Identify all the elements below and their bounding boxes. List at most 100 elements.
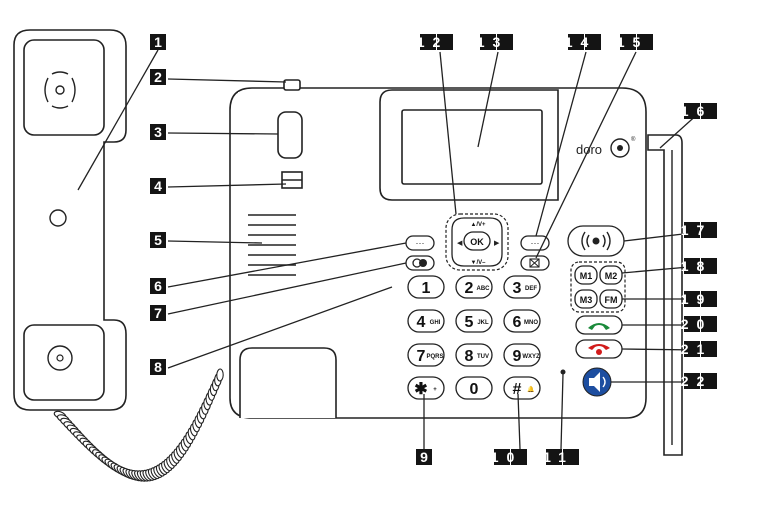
key-digit: 4 (417, 314, 426, 331)
key-10[interactable]: ✱+ (407, 376, 445, 400)
end-call-button[interactable] (575, 339, 623, 359)
speaker-icon (581, 231, 611, 251)
svg-text:M3: M3 (580, 295, 593, 305)
svg-text:20: 20 (681, 316, 713, 332)
callout-7: 7 (150, 305, 166, 321)
callout-10: 10 (491, 449, 527, 465)
key-digit: 9 (513, 348, 522, 365)
key-4[interactable]: 4 GHI (407, 309, 445, 333)
svg-text:M1: M1 (580, 271, 593, 281)
callout-17: 17 (681, 222, 717, 238)
key-digit: ✱ (414, 381, 427, 398)
callout-13: 13 (477, 34, 513, 50)
svg-text:OK: OK (470, 237, 484, 247)
key-letters: 🔔 (527, 385, 535, 393)
callout-19: 19 (681, 291, 717, 307)
right-menu-button[interactable]: ··· (520, 235, 550, 251)
callout-12: 12 (417, 34, 453, 50)
key-11[interactable]: 0 (455, 376, 493, 400)
svg-text:6: 6 (154, 278, 162, 294)
nav-left-icon: ◀ (457, 240, 463, 247)
svg-text:®: ® (631, 136, 636, 143)
amplify-button[interactable] (582, 367, 612, 397)
svg-text:···: ··· (416, 238, 425, 248)
svg-text:16: 16 (681, 103, 713, 119)
svg-text:9: 9 (420, 449, 428, 465)
coiled-cord (53, 368, 224, 482)
callout-6: 6 (150, 278, 166, 294)
callout-5: 5 (150, 232, 166, 248)
ok-button[interactable]: OK (463, 231, 491, 251)
callout-9: 9 (416, 449, 432, 465)
callout-11: 11 (543, 449, 579, 465)
svg-text:22: 22 (681, 373, 713, 389)
memory-keys: M1 M2 M3 FM (570, 261, 626, 313)
earpiece-icon (44, 71, 76, 109)
svg-text:11: 11 (543, 449, 574, 465)
handset (13, 29, 127, 411)
svg-text:5: 5 (154, 232, 162, 248)
mode-toggle-button[interactable] (405, 255, 435, 271)
microphone-icon (560, 369, 566, 375)
key-1[interactable]: 1 (407, 275, 445, 299)
display (379, 89, 559, 201)
antenna (647, 134, 683, 456)
callout-20: 20 (681, 316, 717, 332)
callout-4: 4 (150, 178, 166, 194)
key-digit: 3 (513, 280, 522, 297)
key-letters: ABC (477, 286, 491, 292)
callout-21: 21 (681, 341, 717, 357)
key-digit: 1 (422, 280, 431, 297)
svg-text:···: ··· (531, 238, 540, 248)
mouthpiece-icon (47, 345, 73, 371)
key-digit: 5 (465, 314, 474, 331)
volume-up-label: ▲/V+ (470, 222, 486, 228)
svg-text:12: 12 (417, 34, 449, 50)
key-12[interactable]: #🔔 (503, 376, 541, 400)
key-digit: # (513, 381, 522, 398)
phone-base: doro ® (229, 79, 683, 456)
callout-15: 15 (617, 34, 653, 50)
cradle (239, 347, 337, 418)
amplify-icon (589, 372, 606, 392)
svg-text:FM: FM (605, 295, 618, 305)
svg-text:21: 21 (681, 341, 713, 357)
key-digit: 2 (465, 280, 474, 297)
svg-text:10: 10 (491, 449, 523, 465)
key-letters: GHI (430, 320, 441, 326)
svg-text:1: 1 (154, 34, 162, 50)
fm-button[interactable]: FM (599, 289, 623, 309)
volume-down-label: ▼/V– (471, 260, 487, 266)
key-letters: PQRS (426, 354, 443, 360)
mute-button[interactable] (520, 255, 550, 271)
memory-m1-button[interactable]: M1 (574, 265, 598, 285)
svg-text:17: 17 (681, 222, 713, 238)
svg-text:19: 19 (681, 291, 713, 307)
navigation-pad[interactable]: ▲/V+ ▼/V– ◀ ▶ OK (445, 213, 509, 271)
left-menu-button[interactable]: ··· (405, 235, 435, 251)
memory-m3-button[interactable]: M3 (574, 289, 598, 309)
key-digit: 6 (513, 314, 522, 331)
speakerphone-button[interactable] (567, 225, 625, 257)
handset-clip (281, 171, 303, 189)
memory-m2-button[interactable]: M2 (599, 265, 623, 285)
svg-text:8: 8 (154, 359, 162, 375)
callout-8: 8 (150, 359, 166, 375)
call-button[interactable] (575, 315, 623, 335)
key-digit: 8 (465, 348, 474, 365)
callout-18: 18 (681, 258, 717, 274)
svg-text:14: 14 (565, 34, 597, 50)
svg-text:2: 2 (154, 69, 162, 85)
svg-text:13: 13 (477, 34, 509, 50)
leader-lines (77, 49, 701, 450)
